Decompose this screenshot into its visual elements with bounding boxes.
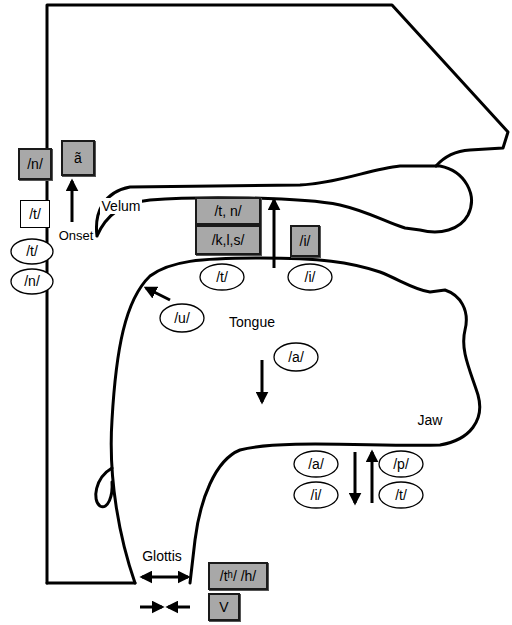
tongue-raise-arrow: [273, 200, 276, 268]
onset-box: /t/: [20, 200, 50, 228]
phoneme-oval: /n/: [10, 268, 54, 295]
part-name: Glottis: [140, 548, 184, 564]
gesture-box: ã: [61, 140, 95, 176]
part-name: Tongue: [227, 314, 277, 330]
glottis-open-arrow: [142, 576, 188, 579]
phoneme-oval: /a/: [293, 450, 339, 478]
phoneme-label: V: [219, 599, 228, 615]
glottis-close-arrow: [168, 606, 190, 609]
part-name: Velum: [100, 198, 143, 214]
jaw-raise-arrow: [371, 452, 374, 503]
phoneme-label: /t, n/: [214, 203, 241, 219]
phoneme-label: /i/: [300, 233, 311, 249]
oval-shape: [11, 239, 53, 264]
gesture-box: V: [208, 593, 240, 621]
phoneme-oval: /p/: [378, 450, 424, 478]
jaw-lower-arrow: [354, 452, 357, 503]
oval-shape: [288, 264, 332, 290]
oval-shape: [11, 269, 53, 294]
phoneme-label: /t/: [26, 243, 38, 259]
phoneme-label: /n/: [24, 273, 40, 289]
epiglottis: [96, 468, 112, 507]
phoneme-oval: /u/: [159, 303, 205, 333]
onset-arrow: [71, 181, 74, 222]
gesture-box: /n/: [18, 148, 52, 180]
oval-shape: [379, 451, 423, 477]
gesture-box: /t, n/: [195, 197, 261, 225]
bottom-line: [47, 582, 135, 585]
phoneme-label: /a/: [288, 349, 304, 365]
phoneme-oval: /t/: [199, 263, 245, 291]
part-name: Jaw: [416, 412, 445, 428]
gesture-box: /tʰ/ /h/: [208, 562, 268, 590]
phoneme-oval: /a/: [273, 342, 319, 372]
phoneme-label: /i/: [311, 487, 322, 503]
phoneme-label: /t/: [395, 487, 407, 503]
tongue-back-arrow: [146, 288, 170, 300]
phoneme-label: /k,l,s/: [212, 232, 245, 248]
palate-velum-upper-lip: [96, 166, 471, 236]
oval-shape: [294, 482, 338, 508]
gesture-box: /i/: [290, 225, 320, 257]
oval-shape: [160, 304, 204, 332]
oval-shape: [200, 264, 244, 290]
oval-shape: [379, 482, 423, 508]
tongue-lower-arrow: [261, 360, 264, 402]
part-name: Onset: [57, 229, 96, 244]
oval-shape: [294, 451, 338, 477]
tongue-jaw-outline: [111, 258, 479, 583]
phoneme-oval: /t/: [378, 481, 424, 509]
phoneme-oval: /i/: [287, 263, 333, 291]
head-outline: [47, 5, 508, 583]
oval-shape: [274, 343, 318, 371]
phoneme-label: /p/: [393, 456, 409, 472]
phoneme-oval: /t/: [10, 238, 54, 265]
gesture-box: /k,l,s/: [195, 225, 261, 255]
phoneme-label: /a/: [308, 456, 324, 472]
phoneme-label: ã: [74, 150, 82, 166]
phoneme-label: /t/: [216, 269, 228, 285]
phoneme-label: /t/: [29, 206, 41, 222]
phoneme-label: /n/: [27, 156, 43, 172]
glottis-close-arrow: [140, 606, 162, 609]
phoneme-oval: /i/: [293, 481, 339, 509]
phoneme-label: /u/: [174, 310, 190, 326]
phoneme-label: /i/: [305, 269, 316, 285]
phoneme-label: /tʰ/ /h/: [220, 568, 257, 584]
